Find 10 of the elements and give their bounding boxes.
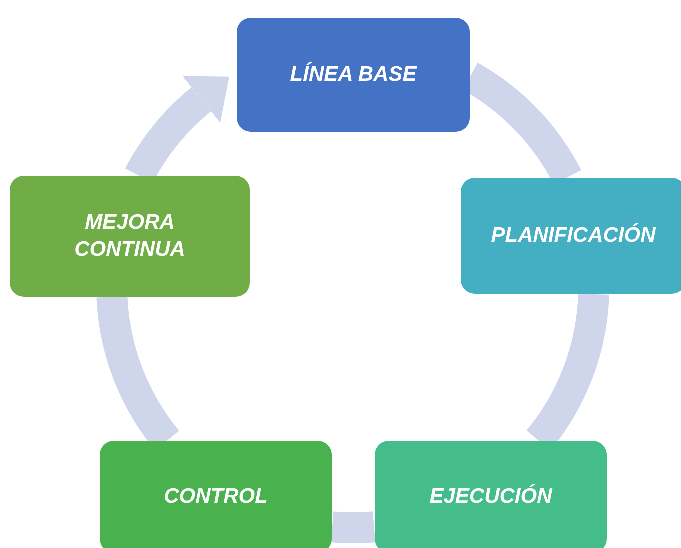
process-box (461, 178, 681, 294)
process-box (375, 441, 607, 548)
process-box (237, 18, 470, 132)
step-label: CONTROL (164, 484, 268, 510)
step-label: MEJORA CONTINUA (74, 210, 186, 262)
process-box (10, 176, 250, 297)
process-box (100, 441, 332, 548)
step-label: EJECUCIÓN (430, 484, 552, 510)
step-label: PLANIFICACIÓN (491, 222, 656, 249)
step-label: LÍNEA BASE (290, 62, 417, 88)
